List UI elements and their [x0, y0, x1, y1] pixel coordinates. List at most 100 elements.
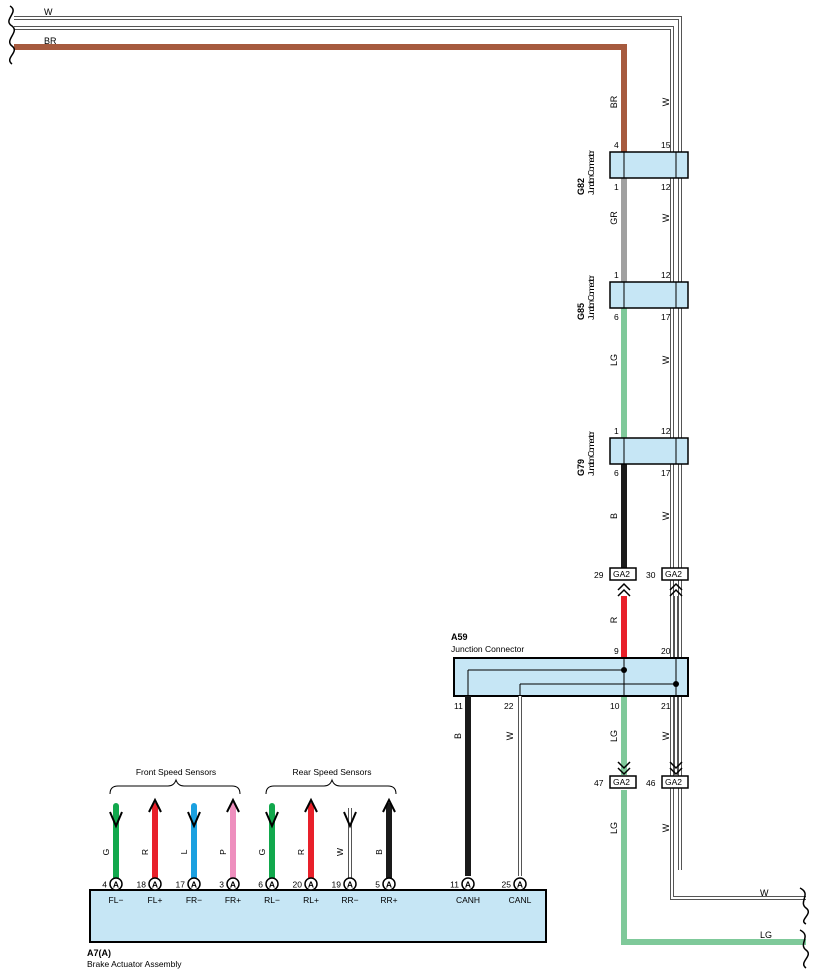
svg-text:3: 3: [219, 880, 224, 890]
svg-text:GA2: GA2: [613, 569, 630, 579]
svg-text:B: B: [453, 733, 463, 739]
svg-text:A: A: [113, 880, 119, 890]
sensor-wire-rr-plus: B: [374, 797, 396, 881]
svg-text:B: B: [374, 849, 384, 855]
svg-text:46: 46: [646, 778, 656, 788]
svg-text:G82: G82: [576, 178, 586, 195]
svg-text:A: A: [152, 880, 158, 890]
svg-text:6: 6: [614, 312, 619, 322]
svg-text:29: 29: [594, 570, 604, 580]
svg-text:12: 12: [661, 426, 671, 436]
svg-text:15: 15: [661, 140, 671, 150]
svg-text:GA2: GA2: [665, 569, 682, 579]
svg-text:R: R: [296, 849, 306, 855]
svg-text:6: 6: [258, 880, 263, 890]
top-w-label: W: [44, 7, 53, 17]
sensor-wire-rl-minus: G: [257, 803, 279, 881]
svg-text:17: 17: [176, 880, 186, 890]
svg-text:19: 19: [332, 880, 342, 890]
svg-text:12: 12: [661, 270, 671, 280]
wire-label-canh: B: [453, 733, 463, 739]
connector-g79: 1 12 6 17 G79 Junction Connector: [576, 426, 689, 478]
sensor-wire-label: G: [101, 849, 111, 856]
sensor-wire-label: B: [374, 849, 384, 855]
svg-text:A: A: [191, 880, 197, 890]
sensor-wire-label: R: [296, 849, 306, 855]
svg-text:11: 11: [454, 701, 463, 711]
svg-text:CANH: CANH: [456, 895, 480, 905]
svg-text:22: 22: [504, 701, 514, 711]
break-mark-right: [799, 887, 809, 925]
svg-text:10: 10: [610, 701, 620, 711]
svg-text:Junction Connector: Junction Connector: [451, 644, 524, 654]
svg-text:FR−: FR−: [186, 895, 202, 905]
svg-text:20: 20: [293, 880, 303, 890]
sensor-wire-fr-plus: P: [218, 797, 240, 881]
svg-text:FL+: FL+: [148, 895, 163, 905]
svg-text:LG: LG: [609, 730, 619, 742]
sensor-wire-fl-plus: R: [140, 797, 162, 881]
svg-text:A: A: [517, 880, 523, 890]
svg-text:12: 12: [661, 182, 671, 192]
svg-text:20: 20: [661, 646, 671, 656]
svg-text:G85: G85: [576, 303, 586, 320]
svg-text:Front Speed Sensors: Front Speed Sensors: [136, 767, 216, 777]
svg-text:G79: G79: [576, 459, 586, 476]
rear-sensors-brace: Rear Speed Sensors: [265, 767, 397, 795]
svg-text:G: G: [257, 849, 267, 856]
front-sensors-brace: Front Speed Sensors: [109, 767, 241, 795]
svg-text:W: W: [661, 355, 671, 364]
svg-text:W: W: [335, 848, 345, 856]
svg-text:11: 11: [450, 880, 459, 890]
svg-text:A: A: [308, 880, 314, 890]
wire-label-seg3-left: LG: [609, 354, 619, 366]
svg-text:30: 30: [646, 570, 656, 580]
svg-text:25: 25: [502, 880, 512, 890]
connector-a59: A59 Junction Connector 9 20 11 22 10 21: [451, 632, 689, 711]
sensor-wire-fr-minus: L: [179, 803, 201, 881]
wire-label-seg6-right: W: [661, 731, 671, 740]
svg-text:17: 17: [661, 312, 671, 322]
connector-g85: 1 12 6 17 G85 Junction Connector: [576, 270, 689, 322]
wire-label-seg2-right: W: [661, 213, 671, 222]
svg-text:GA2: GA2: [665, 777, 682, 787]
svg-text:W: W: [661, 823, 671, 832]
wire-label-seg6-left: LG: [609, 730, 619, 742]
svg-text:RL+: RL+: [303, 895, 319, 905]
svg-text:R: R: [140, 849, 150, 855]
wire-label-seg1-left: BR: [609, 95, 619, 108]
svg-text:A: A: [465, 880, 471, 890]
svg-text:A: A: [269, 880, 275, 890]
svg-text:6: 6: [614, 468, 619, 478]
wire-label-seg7-right: W: [661, 823, 671, 832]
right-lg-label: LG: [760, 930, 772, 940]
svg-text:FL−: FL−: [109, 895, 124, 905]
svg-text:Rear Speed Sensors: Rear Speed Sensors: [293, 767, 372, 777]
connector-g82: 4 15 1 12 G82 Junction Connector: [576, 140, 689, 195]
top-br-wire: [14, 44, 627, 152]
wire-label-seg3-right: W: [661, 355, 671, 364]
wire-label-seg5-left: R: [609, 616, 619, 623]
svg-text:LG: LG: [609, 354, 619, 366]
svg-text:Junction Connector: Junction Connector: [586, 275, 596, 320]
svg-text:W: W: [661, 97, 671, 106]
svg-text:L: L: [179, 849, 189, 854]
svg-text:A: A: [347, 880, 353, 890]
svg-text:1: 1: [614, 270, 619, 280]
svg-text:R: R: [609, 616, 619, 623]
svg-text:W: W: [505, 731, 515, 740]
svg-text:Brake Actuator Assembly: Brake Actuator Assembly: [87, 959, 182, 969]
svg-text:CANL: CANL: [509, 895, 532, 905]
svg-text:RL−: RL−: [264, 895, 280, 905]
wire-lg-lower: [621, 790, 806, 945]
sensor-wire-rl-plus: R: [296, 797, 318, 881]
brake-actuator-assembly: A7(A) Brake Actuator Assembly: [87, 889, 547, 969]
top-br-label: BR: [44, 36, 57, 46]
svg-text:FR+: FR+: [225, 895, 241, 905]
svg-text:1: 1: [614, 182, 619, 192]
svg-text:B: B: [609, 513, 619, 519]
break-mark-top-left: [8, 5, 15, 65]
